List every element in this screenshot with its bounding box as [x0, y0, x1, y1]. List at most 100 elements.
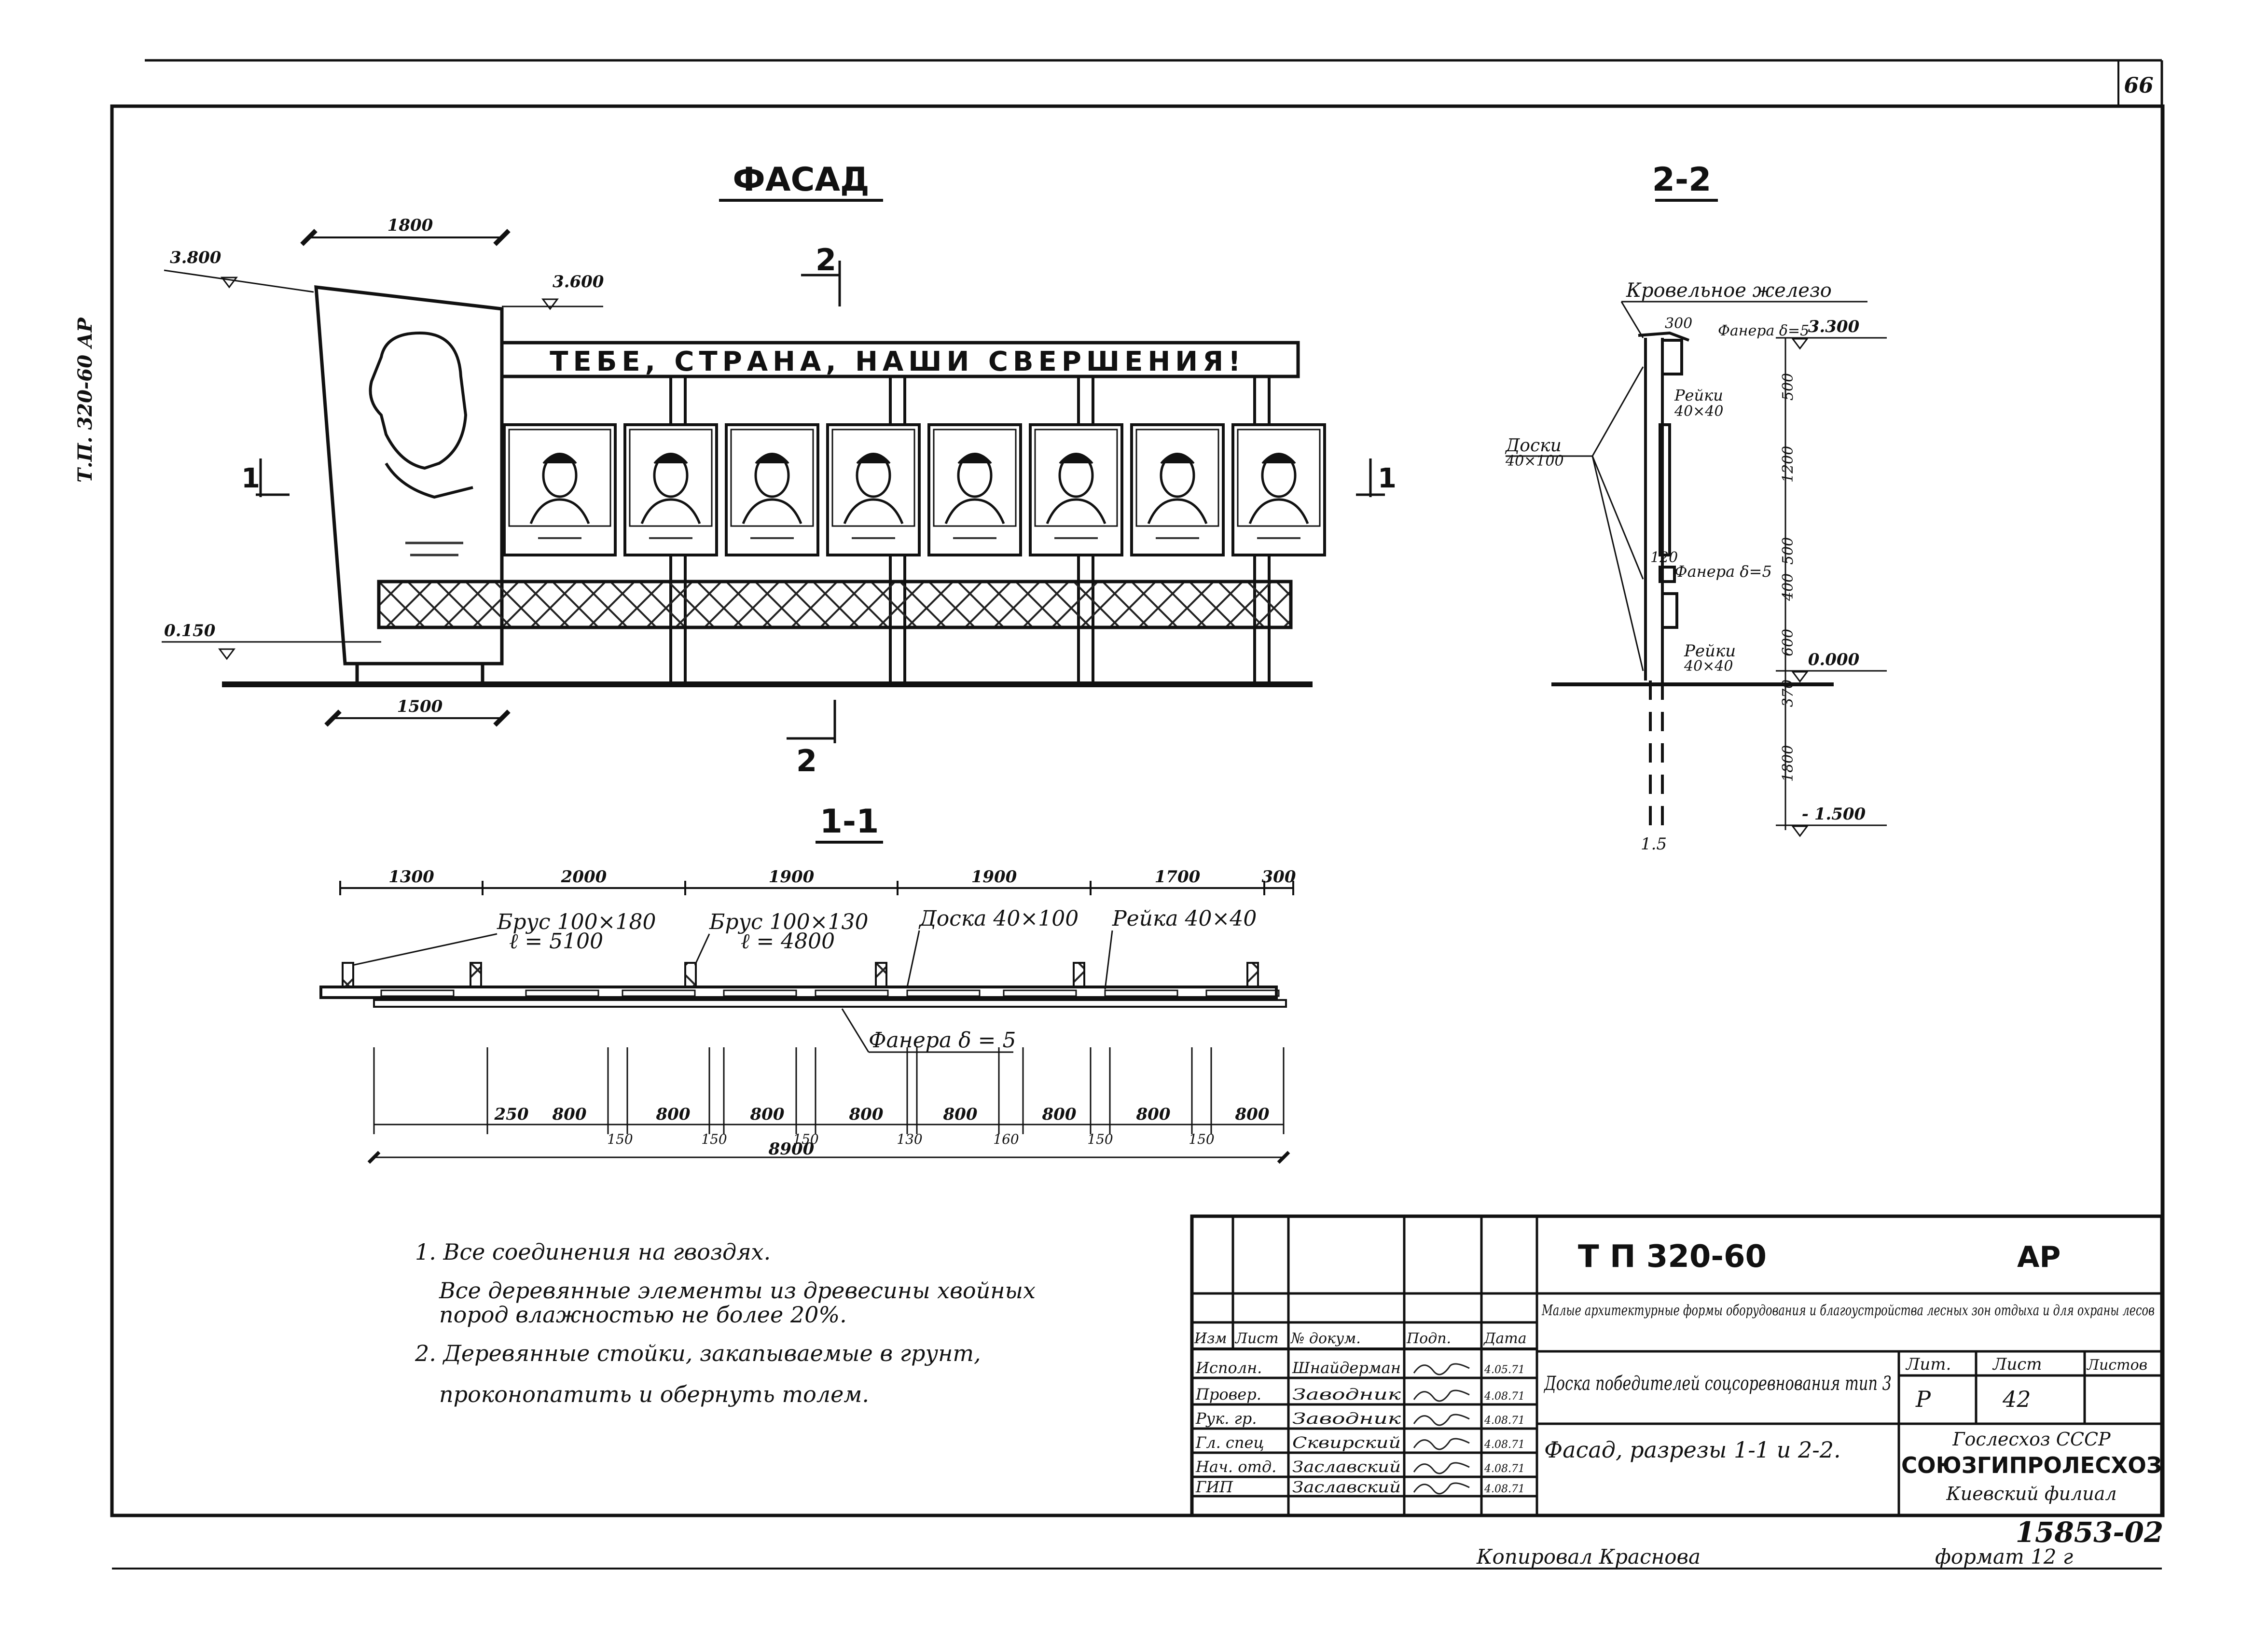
dim-label: 1900 [971, 867, 1017, 887]
section-22-label: Фанера δ=5 [1718, 322, 1809, 339]
leader [694, 933, 710, 966]
portrait-board [314, 285, 504, 666]
tb-role: Рук. гр. [1195, 1409, 1257, 1428]
signature-icon [1413, 1389, 1470, 1402]
person-icon [1046, 453, 1106, 524]
gap-dim: 150 [701, 1131, 727, 1147]
tb-name: Заславский [1292, 1458, 1401, 1476]
batten-section [622, 989, 696, 997]
cut-mark-right: 1 [1378, 463, 1397, 494]
callout-label: Рейка 40×40 [1112, 906, 1257, 931]
batten-section [906, 989, 981, 997]
portrait-panel [1130, 423, 1225, 556]
section-22-label: Рейки [1684, 641, 1736, 661]
banner-board [500, 341, 1300, 378]
portrait-panel [1029, 423, 1123, 556]
lattice-board [377, 580, 1293, 629]
signature-icon [1413, 1462, 1470, 1474]
post-section [342, 962, 354, 988]
leader [1591, 456, 1644, 671]
panel-dim: 800 [656, 1105, 691, 1124]
tb-code: Т П 320-60 [1578, 1239, 1767, 1275]
note-line: Все деревянные элементы из древесины хво… [439, 1278, 1036, 1304]
section-22-foot: 1.5 [1641, 834, 1667, 854]
level-mark: - 1.500 [1802, 805, 1866, 824]
dim-label: 2000 [561, 867, 607, 887]
plywood-strip [373, 999, 1287, 1008]
tb-date: 4.08.71 [1484, 1483, 1525, 1495]
portrait-panels [503, 423, 1326, 556]
note-line: 2. Деревянные стойки, закапываемые в гру… [415, 1340, 981, 1366]
tb-role: Исполн. [1195, 1359, 1262, 1377]
leader [352, 933, 498, 966]
tb-lit-value: Р [1915, 1386, 1931, 1412]
tb-org-3: Киевский филиал [1946, 1483, 2116, 1504]
document-number: 15853-02 [2016, 1516, 2164, 1549]
portrait-icon [369, 331, 473, 499]
batten-section [525, 989, 599, 997]
person-icon [1147, 453, 1208, 524]
side-code: Т.П. 320-60 АР [74, 317, 97, 483]
leader [1620, 301, 1644, 338]
section-22-label: 40×40 [1674, 403, 1723, 420]
portrait-caption-lines [405, 542, 463, 556]
callout-label: Брус 100×180 [497, 910, 656, 934]
section-mark-2-top: 2 [816, 242, 836, 278]
facade-title: ФАСАД [733, 161, 869, 199]
beam-main [319, 986, 1278, 999]
level-mark: 0.000 [1808, 650, 1860, 669]
level-marker [1791, 671, 1809, 683]
tb-name: Шнайдерман [1292, 1359, 1401, 1377]
level-mark: 3.300 [1808, 317, 1860, 336]
section-22-dim: 600 [1780, 629, 1797, 656]
notes: 1. Все соединения на гвоздях.Все деревян… [415, 1239, 1036, 1407]
person-icon [640, 453, 701, 524]
section-11-title: 1-1 [820, 803, 879, 841]
signature-icon [1413, 1414, 1470, 1426]
batten-section [380, 989, 455, 997]
tb-header: № докум. [1290, 1330, 1361, 1347]
tb-role: ГИП [1195, 1478, 1233, 1496]
note-line: пород влажностью не более 20%. [439, 1302, 847, 1328]
section-mark-2-bottom: 2 [796, 743, 817, 778]
panel-dim: 800 [552, 1105, 587, 1124]
person-icon [1248, 453, 1309, 524]
person-icon [944, 453, 1005, 524]
dim-label: 1900 [769, 867, 815, 887]
callout-label: Брус 100×130 [709, 910, 868, 934]
portrait-panel [623, 423, 718, 556]
panel-dim: 800 [1235, 1105, 1270, 1124]
section-22-dim: 300 [1665, 315, 1692, 332]
leader [1591, 366, 1644, 457]
sheet-format: формат 12 г [1935, 1545, 2073, 1569]
level-marker [1791, 825, 1809, 837]
section-22-label: Фанера δ=5 [1674, 562, 1772, 581]
tb-name: Заславский [1292, 1478, 1401, 1496]
dim-label: 1700 [1155, 867, 1201, 887]
batten-section [1205, 989, 1280, 997]
page-number: 66 [2124, 73, 2153, 98]
batten-section [1104, 989, 1178, 997]
section-22-label: 40×100 [1505, 453, 1564, 470]
signature-icon [1413, 1482, 1470, 1495]
dim-top-width: 1800 [387, 216, 433, 235]
tb-name: Заводник [1292, 1385, 1401, 1403]
tb-sheets-header: Листов [2086, 1357, 2147, 1374]
post-section [684, 962, 697, 988]
section-22-dim: 500 [1780, 373, 1797, 401]
plywood-label: Фанера δ = 5 [869, 1028, 1016, 1053]
portrait-panel [927, 423, 1022, 556]
leader [841, 1008, 870, 1053]
batten-section [815, 989, 889, 997]
section-11-posts [342, 962, 1280, 997]
tb-content: Фасад, разрезы 1-1 и 2-2. [1544, 1437, 1841, 1463]
section-22-label: Рейки [1674, 386, 1723, 404]
section-22-dim: 120 [1650, 549, 1678, 566]
signature-icon [1413, 1438, 1470, 1450]
tb-date: 4.08.71 [1484, 1415, 1525, 1427]
callout-label: ℓ = 5100 [509, 929, 603, 954]
